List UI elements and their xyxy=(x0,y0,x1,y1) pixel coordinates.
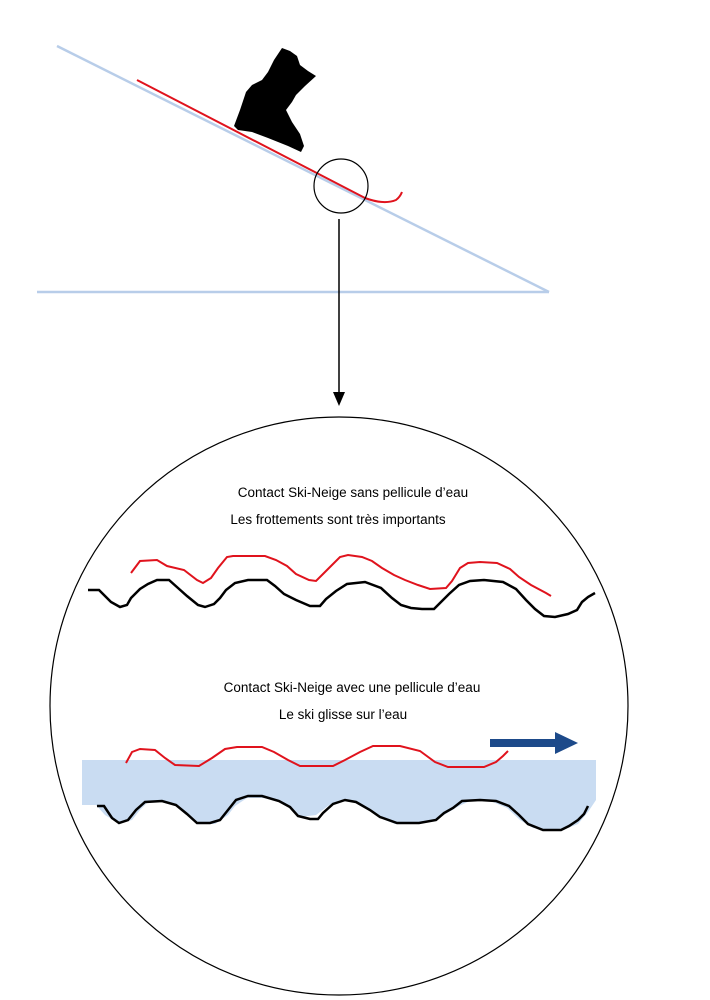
water-film xyxy=(82,760,596,830)
ski-underside-dry xyxy=(130,553,552,597)
magnified-circle xyxy=(49,416,629,996)
bottom-caption-line1: Contact Ski-Neige avec une pellicule d’e… xyxy=(224,680,481,695)
snow-surface-dry xyxy=(88,578,596,619)
ski-boot-icon xyxy=(234,48,316,152)
zoom-arrow-head xyxy=(333,392,345,406)
top-caption-line2: Les frottements sont très importants xyxy=(230,512,446,527)
zoom-circle xyxy=(313,158,369,214)
snow-surface-wet xyxy=(97,794,590,832)
ski-underside-wet xyxy=(125,745,509,768)
top-caption-line1: Contact Ski-Neige sans pellicule d’eau xyxy=(238,485,468,500)
bottom-caption-line2: Le ski glisse sur l’eau xyxy=(279,707,407,722)
right-arrow-icon xyxy=(490,732,578,754)
ski xyxy=(136,79,403,204)
slope-line xyxy=(56,44,550,294)
